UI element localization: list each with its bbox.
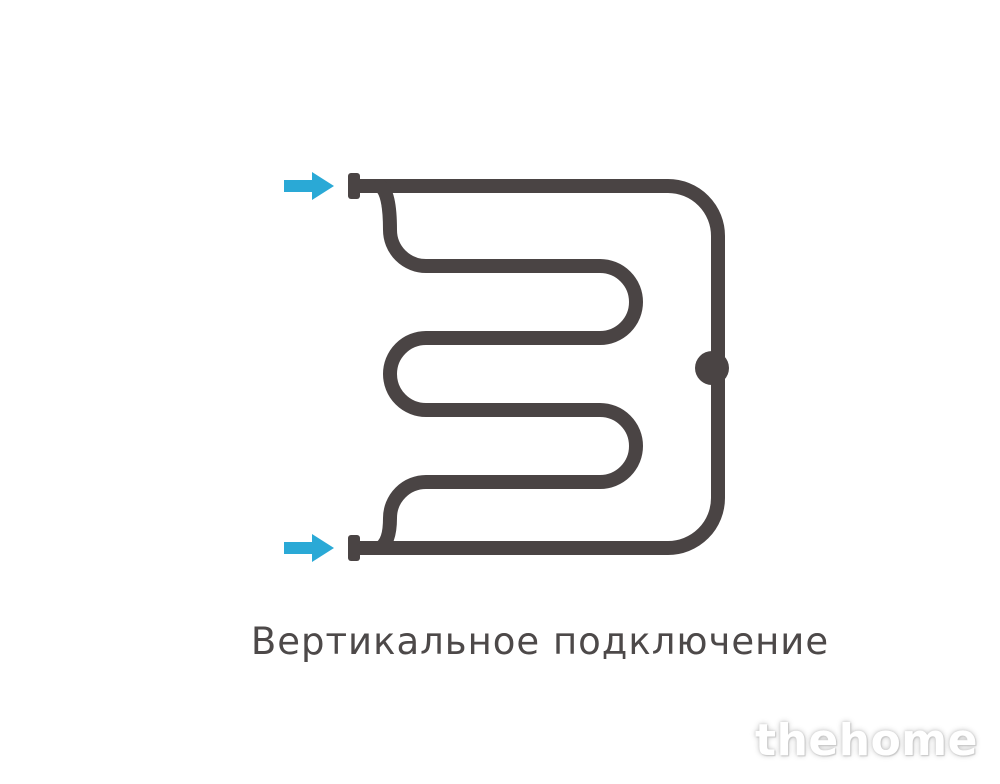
watermark: thehome (755, 715, 978, 766)
mounting-knob (695, 351, 729, 385)
arrow-right-icon (284, 172, 334, 200)
caption: Вертикальное подключение (250, 620, 830, 663)
bottom-end-cap (348, 535, 360, 561)
serpentine-pipe (373, 179, 643, 555)
arrow-right-icon (284, 534, 334, 562)
top-end-cap (348, 173, 360, 199)
